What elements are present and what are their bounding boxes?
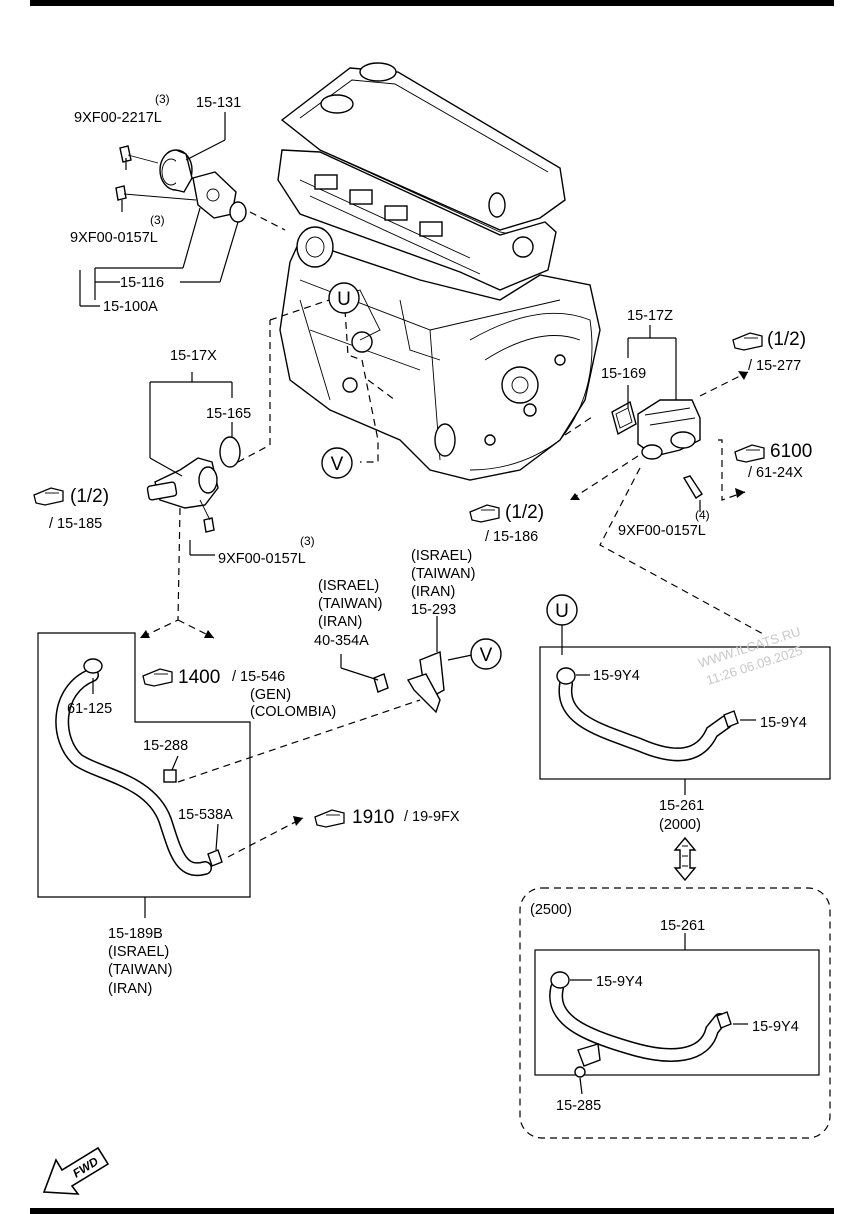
- reference-page: / 15-185: [49, 516, 102, 532]
- part-number-label: 9XF00-0157L: [218, 551, 306, 567]
- hand-pointer-icon: [33, 487, 64, 506]
- hose-box-15-189b: [37, 632, 251, 898]
- region-label: (IRAN): [411, 584, 455, 600]
- arrow-head: [735, 488, 745, 498]
- qty-label: (3): [300, 534, 315, 548]
- arrow-head: [738, 371, 748, 380]
- region-label: (TAIWAN): [411, 566, 475, 582]
- region-label: (GEN): [250, 687, 291, 703]
- reference-page: / 19-9FX: [404, 809, 460, 825]
- svg-text:U: U: [337, 289, 351, 310]
- hand-pointer-icon: [469, 504, 500, 523]
- arrow-head: [570, 493, 580, 500]
- reference-label: (1/2): [70, 486, 109, 507]
- region-label: (COLOMBIA): [250, 704, 336, 720]
- ref-circle-v-top: V: [321, 447, 353, 479]
- reference-label: 1910: [352, 807, 394, 828]
- bracket-15-293: [340, 616, 473, 714]
- variant-label: (2500): [530, 902, 572, 918]
- reference-label: (1/2): [505, 502, 544, 523]
- qty-label: (3): [155, 92, 170, 106]
- part-number-label: 15-538A: [178, 807, 233, 823]
- part-number-label: 9XF00-2217L: [74, 110, 162, 126]
- variant-box-2500: [519, 887, 831, 1139]
- reference-label: 6100: [770, 441, 812, 462]
- hand-pointer-icon: [314, 809, 345, 828]
- hand-pointer-icon: [732, 332, 763, 351]
- part-number-label: 9XF00-0157L: [70, 230, 158, 246]
- part-number-label: 15-9Y4: [760, 715, 807, 731]
- forward-arrow-icon: FWD: [42, 1146, 110, 1195]
- part-number-label: 15-9Y4: [596, 974, 643, 990]
- hose-15-189b: [55, 658, 223, 918]
- reference-label: 1400: [178, 667, 220, 688]
- part-number-label: 15-261: [660, 918, 705, 934]
- svg-text:U: U: [555, 601, 569, 622]
- variant-label: (2000): [659, 817, 701, 833]
- part-number-label: 15-100A: [103, 299, 158, 315]
- part-number-label: 15-131: [196, 95, 241, 111]
- region-label: (ISRAEL): [108, 944, 169, 960]
- hose-box-2500: [534, 949, 820, 1076]
- arrow-head: [293, 816, 303, 826]
- arrow-head: [140, 630, 150, 638]
- part-number-label: 15-285: [556, 1098, 601, 1114]
- part-number-label: 61-125: [67, 701, 112, 717]
- engine-block: [277, 62, 601, 481]
- reference-label: (1/2): [767, 329, 806, 350]
- svg-text:V: V: [331, 454, 344, 475]
- ref-circle-u-hose: U: [546, 594, 578, 626]
- part-number-label: 15-293: [411, 602, 456, 618]
- ref-circle-u-top: U: [328, 282, 360, 314]
- region-label: (ISRAEL): [318, 578, 379, 594]
- region-label: (IRAN): [318, 614, 362, 630]
- part-number-label: 15-9Y4: [752, 1019, 799, 1035]
- part-number-label: 15-17Z: [627, 308, 673, 324]
- part-number-label: 15-116: [120, 275, 164, 291]
- part-number-label: 15-165: [206, 406, 251, 422]
- part-number-label: 15-169: [601, 366, 646, 382]
- hand-pointer-icon: [142, 668, 173, 687]
- part-number-label: 15-9Y4: [593, 668, 640, 684]
- qty-label: (4): [695, 508, 710, 522]
- region-label: (ISRAEL): [411, 548, 472, 564]
- arrow-head: [204, 630, 214, 638]
- reference-page: / 15-546: [232, 669, 285, 685]
- outlet-housing: [564, 325, 766, 636]
- part-number-label: 15-261: [659, 798, 704, 814]
- part-number-label: 9XF00-0157L: [618, 523, 706, 539]
- ref-circle-v-bracket: V: [470, 638, 502, 670]
- part-number-label: 40-354A: [314, 633, 369, 649]
- part-number-label: 15-288: [143, 738, 188, 754]
- top-border: [30, 0, 834, 6]
- qty-label: (3): [150, 213, 165, 227]
- hose-15-261-2500: [549, 933, 748, 1095]
- reference-page: / 61-24X: [748, 465, 803, 481]
- bottom-border: [30, 1208, 834, 1214]
- variant-arrow: [673, 836, 697, 882]
- part-number-label: 15-189B: [108, 926, 163, 942]
- reference-page: / 15-277: [748, 358, 801, 374]
- part-number-label: 15-17X: [170, 348, 217, 364]
- water-pump-assembly: [79, 112, 286, 307]
- thermostat-housing: [146, 297, 336, 556]
- hose-15-261-2000: [556, 624, 756, 795]
- hand-pointer-icon: [734, 444, 765, 463]
- reference-page: / 15-186: [485, 529, 538, 545]
- region-label: (IRAN): [108, 981, 152, 997]
- region-label: (TAIWAN): [108, 962, 172, 978]
- region-label: (TAIWAN): [318, 596, 382, 612]
- svg-text:V: V: [480, 645, 493, 666]
